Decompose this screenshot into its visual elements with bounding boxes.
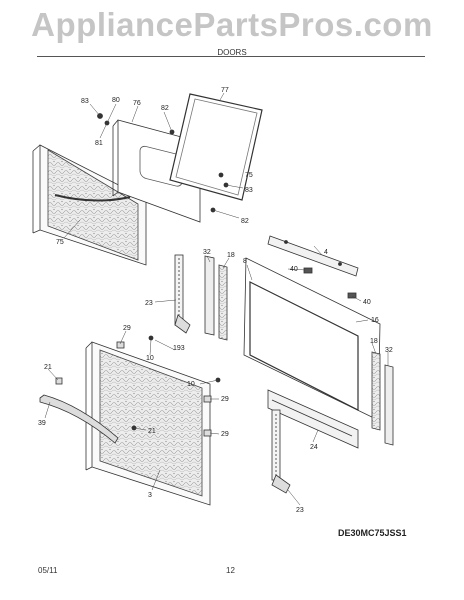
callout-83-b: 83 — [245, 187, 253, 194]
callout-39: 39 — [38, 420, 46, 427]
callout-82-a: 82 — [161, 105, 169, 112]
callout-82-b: 82 — [241, 218, 249, 225]
callout-75-a: 75 — [245, 172, 253, 179]
callout-29-c: 29 — [221, 431, 229, 438]
lower-door-outer-panel — [85, 341, 211, 506]
callout-23-a: 23 — [145, 300, 153, 307]
hinge-screws-upper — [97, 113, 229, 213]
callout-32-a: 32 — [203, 249, 211, 256]
bottom-trim — [267, 389, 359, 449]
section-title: DOORS — [217, 48, 247, 57]
lower-window-glass — [243, 257, 381, 421]
model-number: DE30MC75JSS1 — [338, 528, 407, 538]
leader-lines — [44, 92, 389, 506]
callout-21-a: 21 — [44, 364, 52, 371]
hinge-arm-upper — [174, 254, 191, 334]
callout-40-a: 40 — [290, 266, 298, 273]
callout-10-a: 10 — [146, 355, 154, 362]
callout-40-b: 40 — [363, 299, 371, 306]
callout-18-b: 18 — [370, 338, 378, 345]
upper-window-glass — [169, 93, 263, 201]
callout-77: 77 — [221, 87, 229, 94]
callout-83-a: 83 — [81, 98, 89, 105]
footer-page-number: 12 — [226, 566, 235, 575]
header-rule — [37, 56, 425, 57]
callout-75-b: 75 — [56, 239, 64, 246]
callout-labels: 83 80 76 82 77 81 75 83 82 75 4 32 18 8 … — [38, 87, 393, 514]
door-clips-lower — [55, 335, 221, 437]
side-channels — [204, 255, 394, 446]
callout-16: 16 — [371, 317, 379, 324]
callout-193: 193 — [173, 345, 185, 352]
callout-24: 24 — [310, 444, 318, 451]
callout-10-b: 10 — [187, 381, 195, 388]
callout-29-b: 29 — [221, 396, 229, 403]
callout-21-b: 21 — [148, 428, 156, 435]
glass-clips — [303, 267, 357, 299]
callout-80: 80 — [112, 97, 120, 104]
door-handle — [39, 394, 119, 444]
callout-76: 76 — [133, 100, 141, 107]
callout-32-b: 32 — [385, 347, 393, 354]
hinge-arm-lower — [271, 409, 291, 494]
callout-81: 81 — [95, 140, 103, 147]
top-bracket — [267, 235, 359, 277]
callout-23-b: 23 — [296, 507, 304, 514]
watermark: AppliancePartsPros.com — [31, 6, 433, 43]
callout-3: 3 — [148, 492, 152, 499]
callout-4: 4 — [324, 249, 328, 256]
callout-29-a: 29 — [123, 325, 131, 332]
footer-date: 05/11 — [38, 566, 58, 575]
callout-18-a: 18 — [227, 252, 235, 259]
callout-8: 8 — [243, 258, 247, 265]
